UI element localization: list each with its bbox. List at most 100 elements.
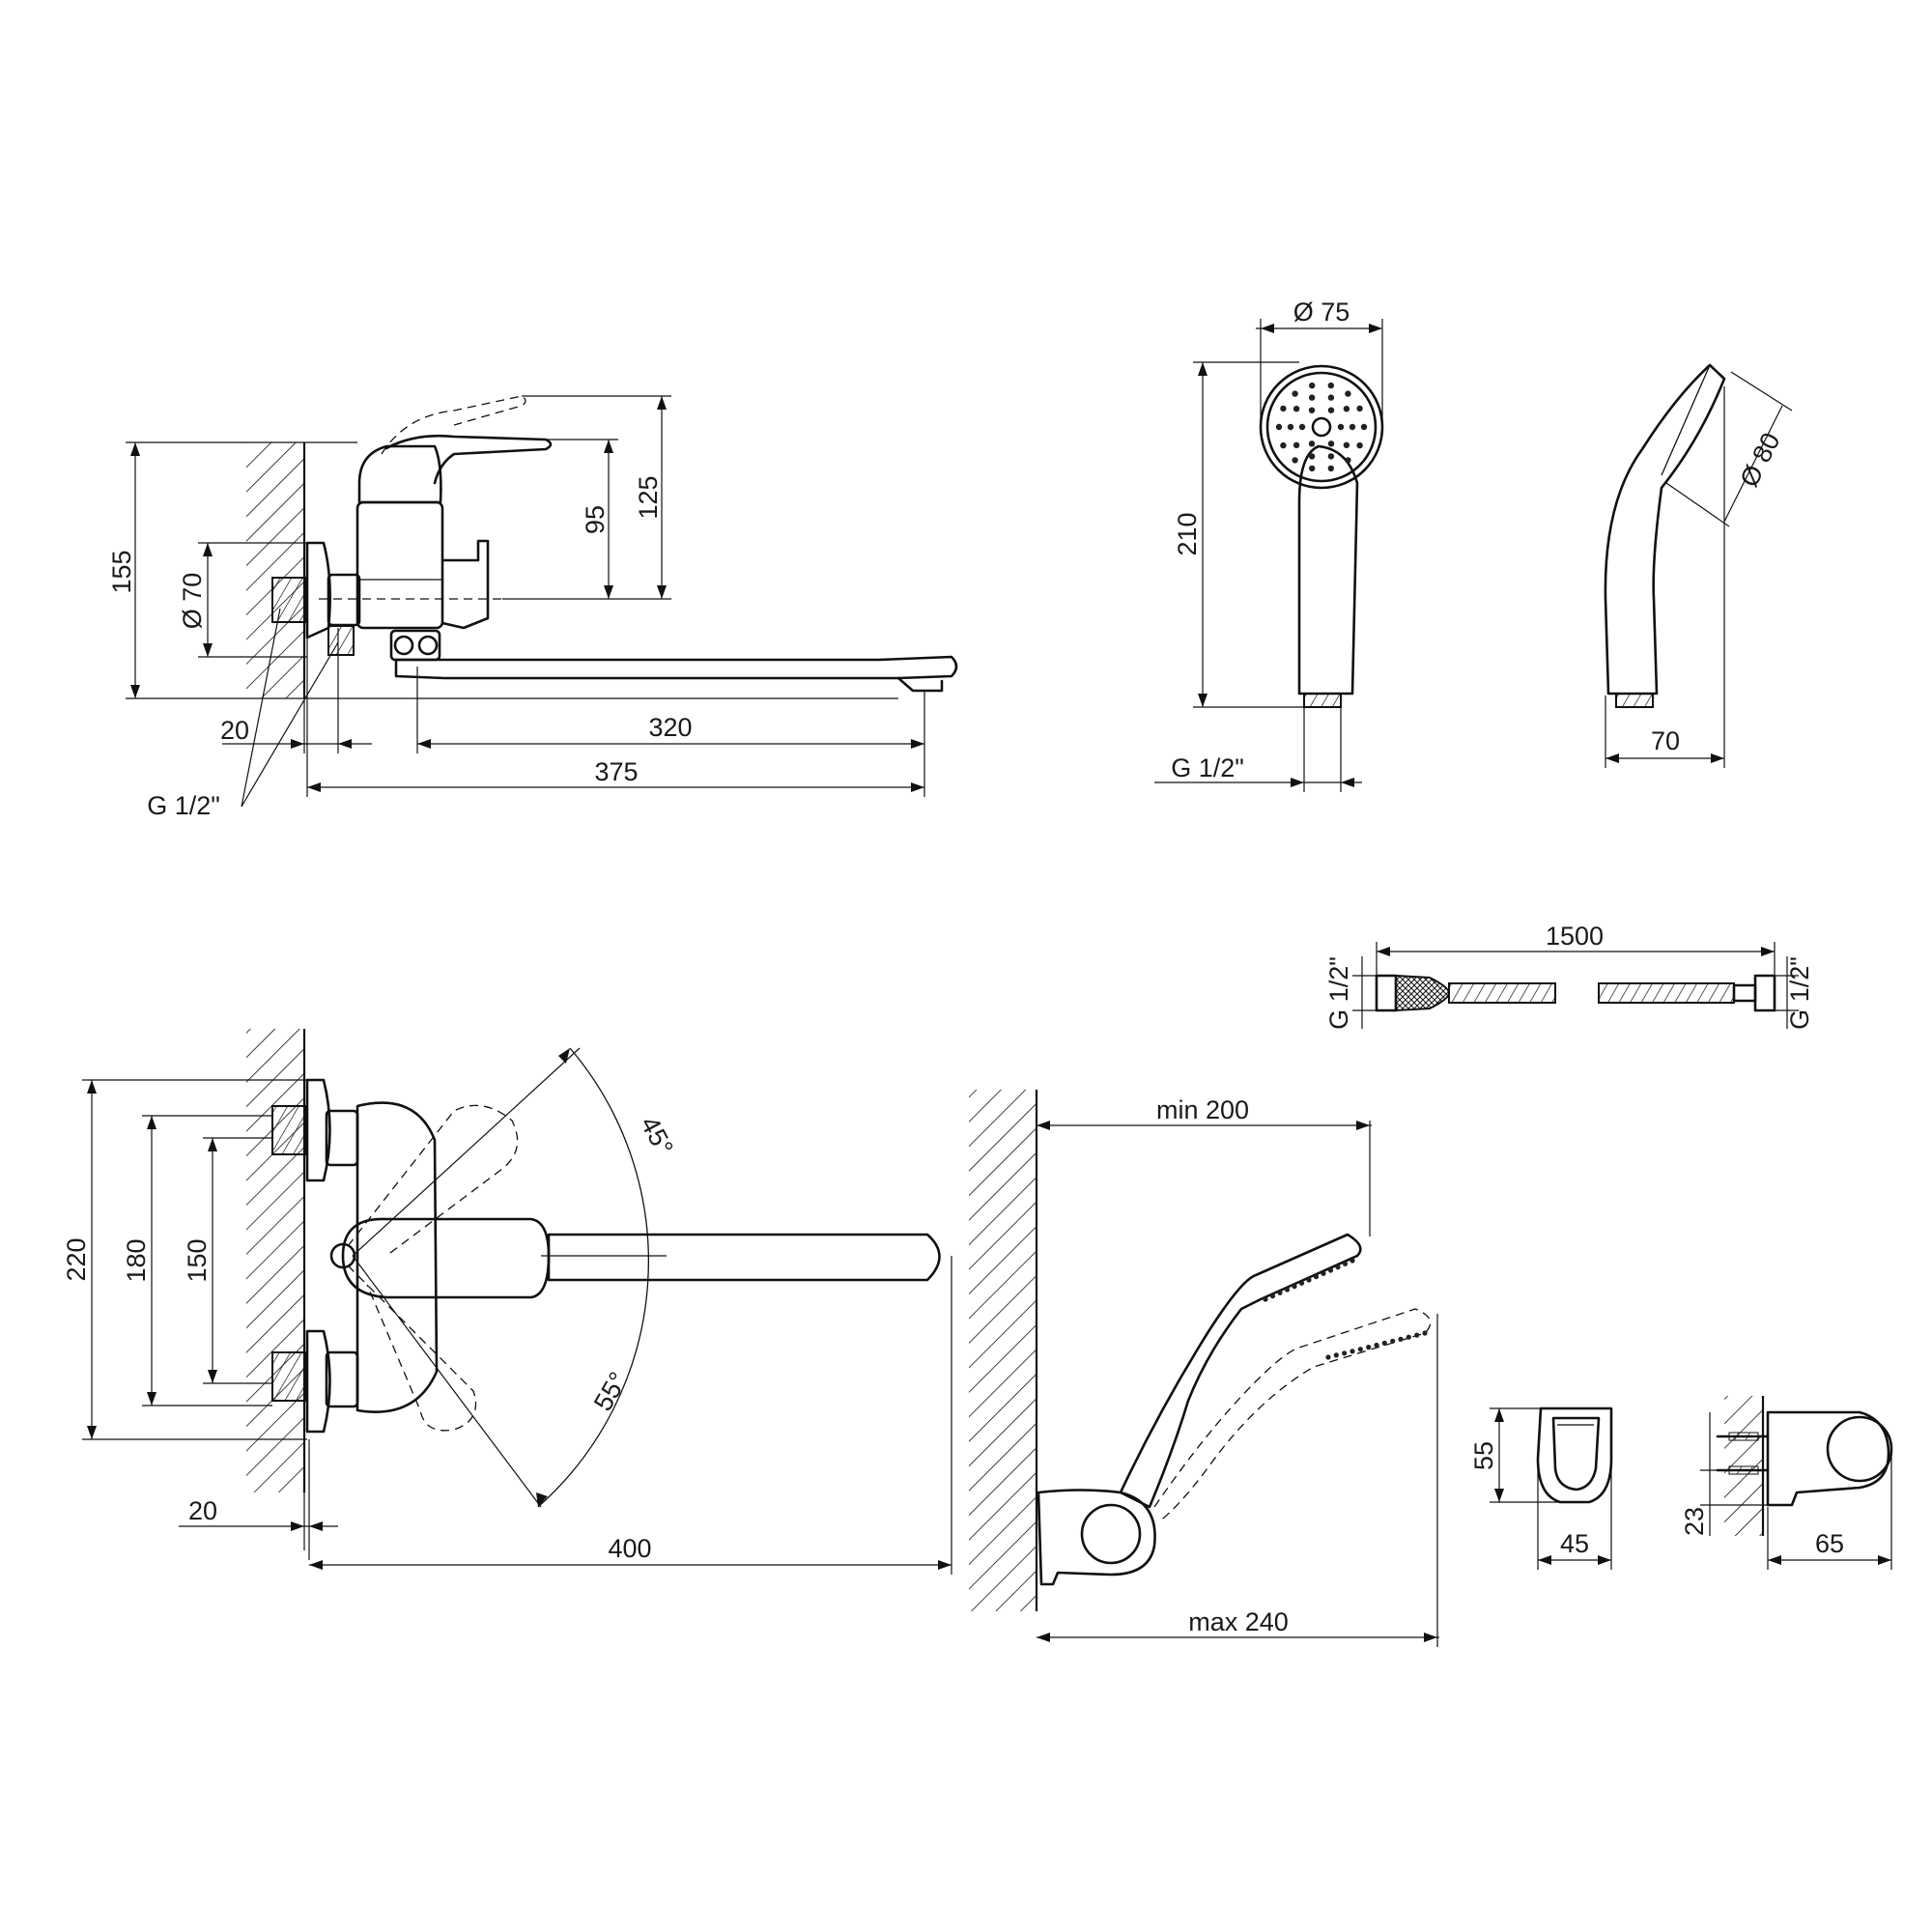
nozzle-dot: [1275, 423, 1283, 431]
label-180: 180: [122, 1238, 151, 1282]
nozzle-dot: [1335, 1264, 1341, 1270]
flange-bottom: [305, 1329, 331, 1434]
holder-view: min 200 max 240: [969, 1090, 1439, 1647]
nozzle-dot: [1321, 1270, 1326, 1276]
hose-outlet: [327, 625, 355, 656]
nozzle-dot: [1357, 1347, 1363, 1352]
nozzle-dot: [1343, 406, 1350, 412]
shower-tilted-outline: [1153, 1308, 1432, 1522]
nozzle-dot: [1309, 465, 1316, 472]
spout: [394, 655, 958, 680]
label-45-deg: 45°: [635, 1112, 679, 1160]
wall-section-top: [246, 1029, 304, 1492]
top-view: 45° 55° 220 180 150 20: [62, 1029, 952, 1575]
nozzle-dot: [1292, 390, 1298, 397]
label-20-top: 20: [188, 1496, 217, 1525]
dim-spout-320: 320: [416, 667, 925, 797]
dim-hose-thread-right: G 1/2": [1775, 956, 1814, 1030]
bracket-side: [1766, 1410, 1890, 1507]
nozzle-dot: [1298, 1280, 1305, 1286]
mounting-screws: [1716, 1432, 1770, 1475]
dim-head-dia-75: Ø 75: [1256, 298, 1383, 425]
nozzle-dot: [1333, 1352, 1339, 1358]
flange-top: [305, 1078, 331, 1182]
nozzle-dot: [1280, 441, 1287, 449]
nozzle-dot: [1287, 423, 1294, 431]
dim-total-375: 375: [306, 638, 924, 797]
dim-max-240: max 240: [1037, 1314, 1439, 1647]
label-45: 45: [1560, 1529, 1589, 1558]
dim-hose-thread-left: G 1/2": [1324, 956, 1377, 1030]
nozzle-dot: [1381, 1340, 1387, 1346]
nozzle-dot: [1350, 1349, 1355, 1354]
lever-rotated-45: [347, 1104, 519, 1257]
dim-flange-dia: Ø 70: [178, 542, 307, 658]
nozzle-dot: [1374, 1342, 1379, 1349]
dim-spout-400: 400: [309, 1256, 952, 1575]
lever-top: [341, 1217, 551, 1299]
hose-segment-right: [1598, 982, 1735, 1004]
nozzle-dot: [1343, 441, 1350, 448]
hose-cone-left: [1395, 974, 1451, 1012]
nozzle-dot: [1356, 441, 1363, 449]
nozzle-dot: [1345, 457, 1351, 464]
nozzle-dot: [1398, 1336, 1404, 1342]
label-95: 95: [581, 505, 610, 534]
rotation-arc: [537, 1047, 649, 1508]
aerator: [896, 676, 944, 693]
label-400: 400: [608, 1534, 651, 1563]
mixer-body-top: [355, 1101, 439, 1413]
lever-rotated-55: [347, 1264, 477, 1432]
cartridge-cover: [357, 444, 442, 504]
nozzle-dot: [1309, 382, 1316, 389]
shower-head-front: [1259, 364, 1384, 490]
label-55: 55: [1469, 1441, 1498, 1470]
nozzle-dot: [1313, 1274, 1320, 1280]
hose-view: 1500 G 1/2" G 1/2": [1324, 922, 1814, 1030]
shower-holder: [1037, 1489, 1156, 1586]
label-dia-70: Ø 70: [178, 573, 207, 630]
dim-length-210: 210: [1173, 361, 1304, 708]
nozzle-dot: [1406, 1334, 1411, 1340]
dim-bracket-45: 45: [1537, 1459, 1612, 1570]
dim-height-155: 155: [107, 441, 898, 699]
label-1500: 1500: [1546, 922, 1604, 951]
dim-hose-1500: 1500: [1376, 922, 1776, 976]
hose-nut-right: [1753, 974, 1776, 1012]
dim-bracket-23: 23: [1680, 1412, 1768, 1536]
nozzle-dot: [1269, 1293, 1276, 1299]
label-shower-thread: G 1/2": [1171, 753, 1244, 782]
nozzle-dot: [1308, 407, 1316, 413]
dim-depth-70: 70: [1605, 386, 1725, 768]
wall-section: [246, 442, 304, 698]
front-view: 155 Ø 70 95 125 20: [107, 395, 958, 820]
label-23: 23: [1680, 1507, 1709, 1536]
label-thread: G 1/2": [147, 791, 220, 820]
nozzle-dot: [1325, 1354, 1331, 1360]
shower-nozzles: [1275, 382, 1368, 472]
lever-handle: [384, 434, 553, 485]
nozzle-dot: [1327, 465, 1335, 472]
nozzle-dot: [1345, 390, 1351, 397]
wall-flange: [305, 541, 331, 639]
nozzle-dot: [1356, 405, 1363, 412]
nozzle-dot: [1327, 453, 1335, 460]
spout-nut: [389, 629, 441, 662]
dim-lever-95: 95: [502, 439, 618, 600]
hose-segment-left: [1448, 982, 1556, 1004]
label-155: 155: [107, 550, 136, 593]
nozzle-dot: [1293, 406, 1300, 412]
nozzle-dot: [1327, 1267, 1334, 1273]
nozzle-dot: [1327, 440, 1335, 447]
label-20: 20: [220, 716, 249, 745]
nozzle-dot: [1280, 405, 1287, 412]
bracket-view: 55 45 23 65: [1469, 1396, 1893, 1570]
nozzle-dot: [1390, 1338, 1396, 1344]
nozzle-dot: [1263, 1296, 1268, 1302]
mixer-body: [355, 500, 444, 630]
nozzle-dot: [1337, 423, 1345, 431]
shower-thread: [1303, 693, 1342, 708]
label-55-deg: 55°: [588, 1367, 633, 1415]
nozzle-dot: [1308, 394, 1316, 401]
diverter-knob: [440, 539, 490, 630]
